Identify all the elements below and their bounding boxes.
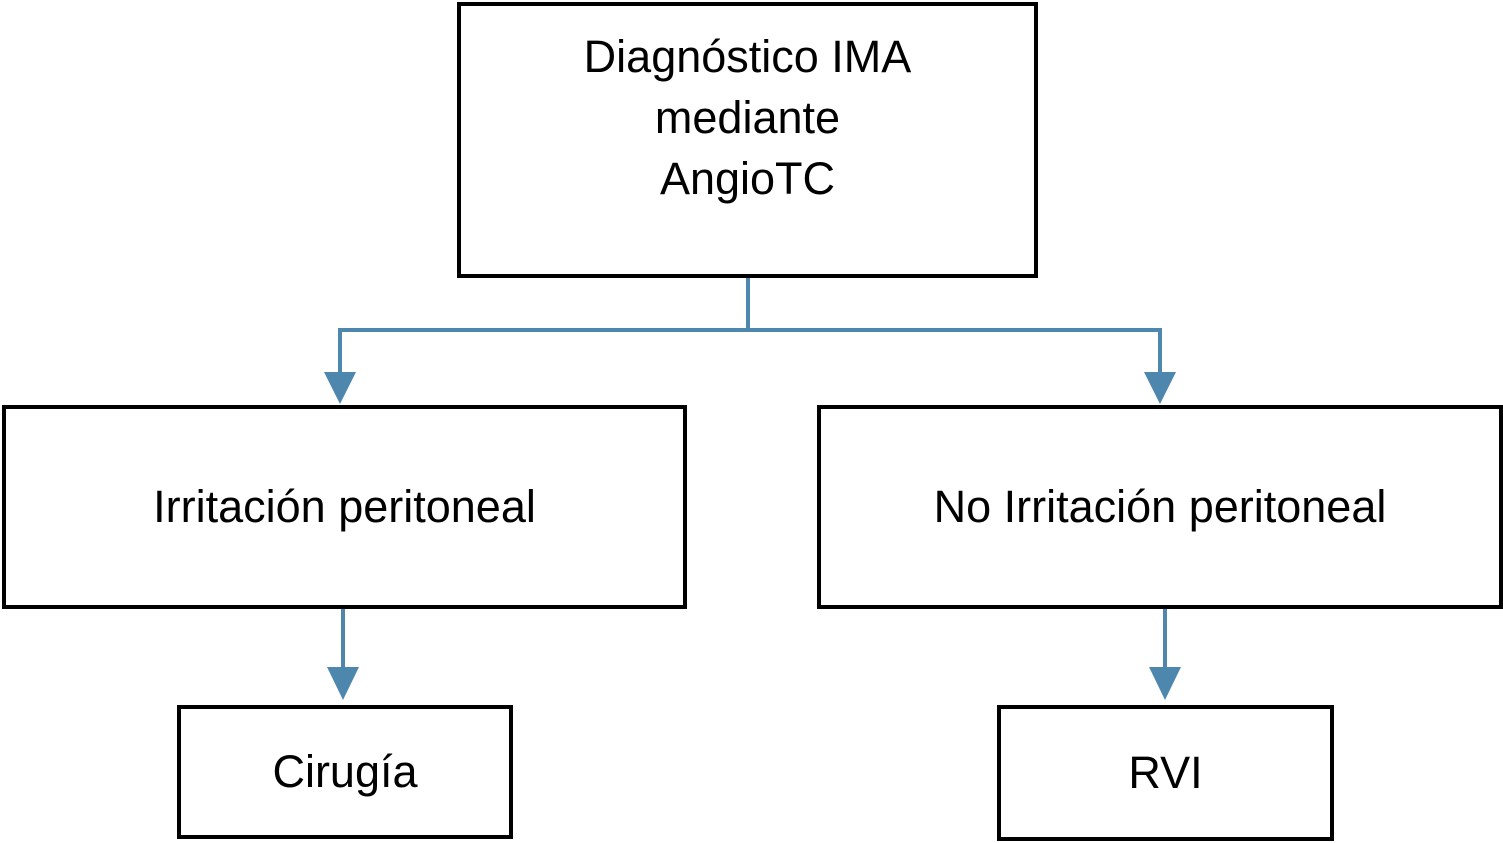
- node-diagnostico-ima: Diagnóstico IMA mediante AngioTC: [457, 2, 1038, 278]
- arrowhead-no-irritacion-icon: [1144, 372, 1176, 404]
- arrowhead-cirugia-icon: [327, 667, 359, 700]
- node-rvi-label: RVI: [1128, 747, 1203, 799]
- node-cirugia: Cirugía: [177, 705, 513, 839]
- node-cirugia-label: Cirugía: [272, 746, 418, 798]
- node-rvi: RVI: [997, 705, 1334, 841]
- node-root-line-2: mediante: [654, 92, 841, 144]
- node-irritacion-peritoneal: Irritación peritoneal: [2, 405, 687, 609]
- node-no-irritacion-peritoneal: No Irritación peritoneal: [817, 405, 1503, 609]
- arrowhead-rvi-icon: [1149, 667, 1181, 700]
- node-irritacion-peritoneal-label: Irritación peritoneal: [153, 481, 536, 533]
- node-diagnostico-ima-label: Diagnóstico IMA mediante AngioTC: [584, 26, 912, 210]
- node-root-line-1: Diagnóstico IMA: [583, 31, 912, 82]
- node-root-line-3: AngioTC: [659, 153, 836, 205]
- arrowhead-irritacion-icon: [324, 372, 356, 404]
- node-no-irritacion-peritoneal-label: No Irritación peritoneal: [933, 481, 1387, 533]
